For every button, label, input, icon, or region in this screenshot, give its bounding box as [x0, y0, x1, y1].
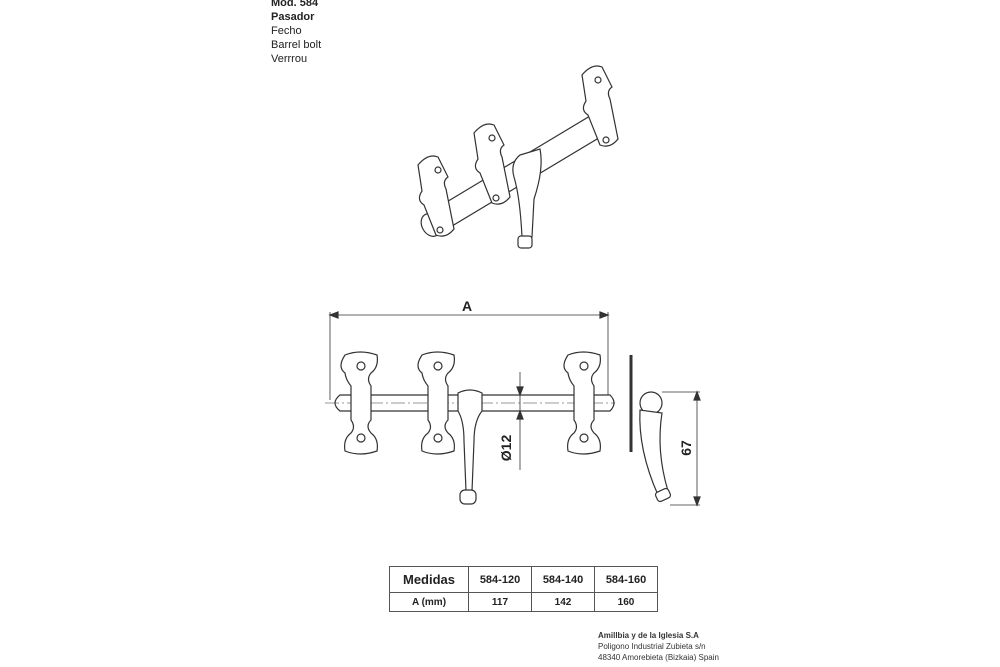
product-name-pt: Fecho: [271, 25, 302, 37]
table-header-cell: 584-140: [531, 566, 595, 593]
address-line-1: Poligono Industrial Zubieta s/n: [598, 642, 706, 651]
table-header-cell: Medidas: [389, 566, 469, 593]
company-address: Amillbia y de la Iglesia S.A Poligono In…: [598, 630, 719, 663]
dimension-label-a: A: [462, 298, 473, 314]
isometric-view: [417, 65, 619, 249]
model-number: Mod. 584: [271, 0, 319, 9]
address-line-2: 48340 Amorebieta (Bizkaia) Spain: [598, 653, 719, 662]
table-header-row: Medidas 584-120 584-140 584-160: [389, 566, 658, 593]
side-view: [629, 355, 701, 507]
table-cell: 160: [594, 592, 658, 612]
product-name-fr: Verrrou: [271, 53, 308, 65]
table-cell: 142: [531, 592, 595, 612]
table-row: A (mm) 117 142 160: [389, 592, 658, 612]
product-title-block: Mod. 584 Pasador Fecho Barrel bolt Verrr…: [271, 0, 321, 66]
product-name-en: Barrel bolt: [271, 39, 322, 51]
dimension-label-height: 67: [677, 440, 694, 456]
sizes-table: Medidas 584-120 584-140 584-160 A (mm) 1…: [389, 566, 658, 612]
table-header-cell: 584-120: [468, 566, 532, 593]
product-name-es: Pasador: [271, 11, 315, 23]
table-cell: 117: [468, 592, 532, 612]
company-name: Amillbia y de la Iglesia S.A: [598, 631, 699, 640]
front-view: [325, 311, 615, 505]
table-cell: A (mm): [389, 592, 469, 612]
table-header-cell: 584-160: [594, 566, 658, 593]
dimension-label-diameter: Ø12: [498, 434, 515, 462]
